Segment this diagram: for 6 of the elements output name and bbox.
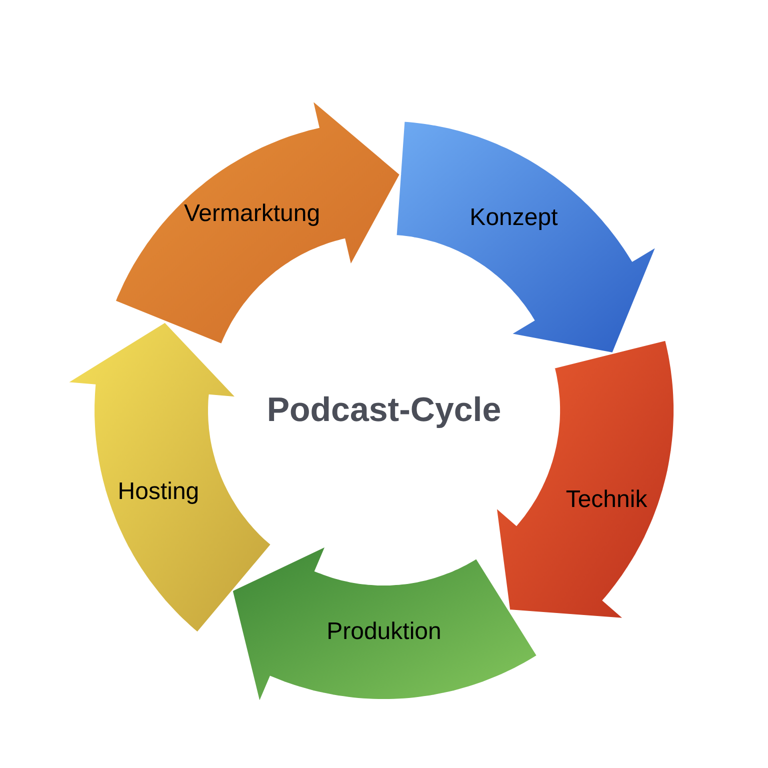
segment-label: Vermarktung: [184, 202, 320, 226]
segment-label: Hosting: [118, 480, 200, 504]
segment-label: Konzept: [470, 206, 558, 230]
cycle-title: Podcast-Cycle: [266, 393, 502, 427]
segment-label: Technik: [566, 488, 648, 512]
segment-label: Produktion: [326, 620, 442, 644]
